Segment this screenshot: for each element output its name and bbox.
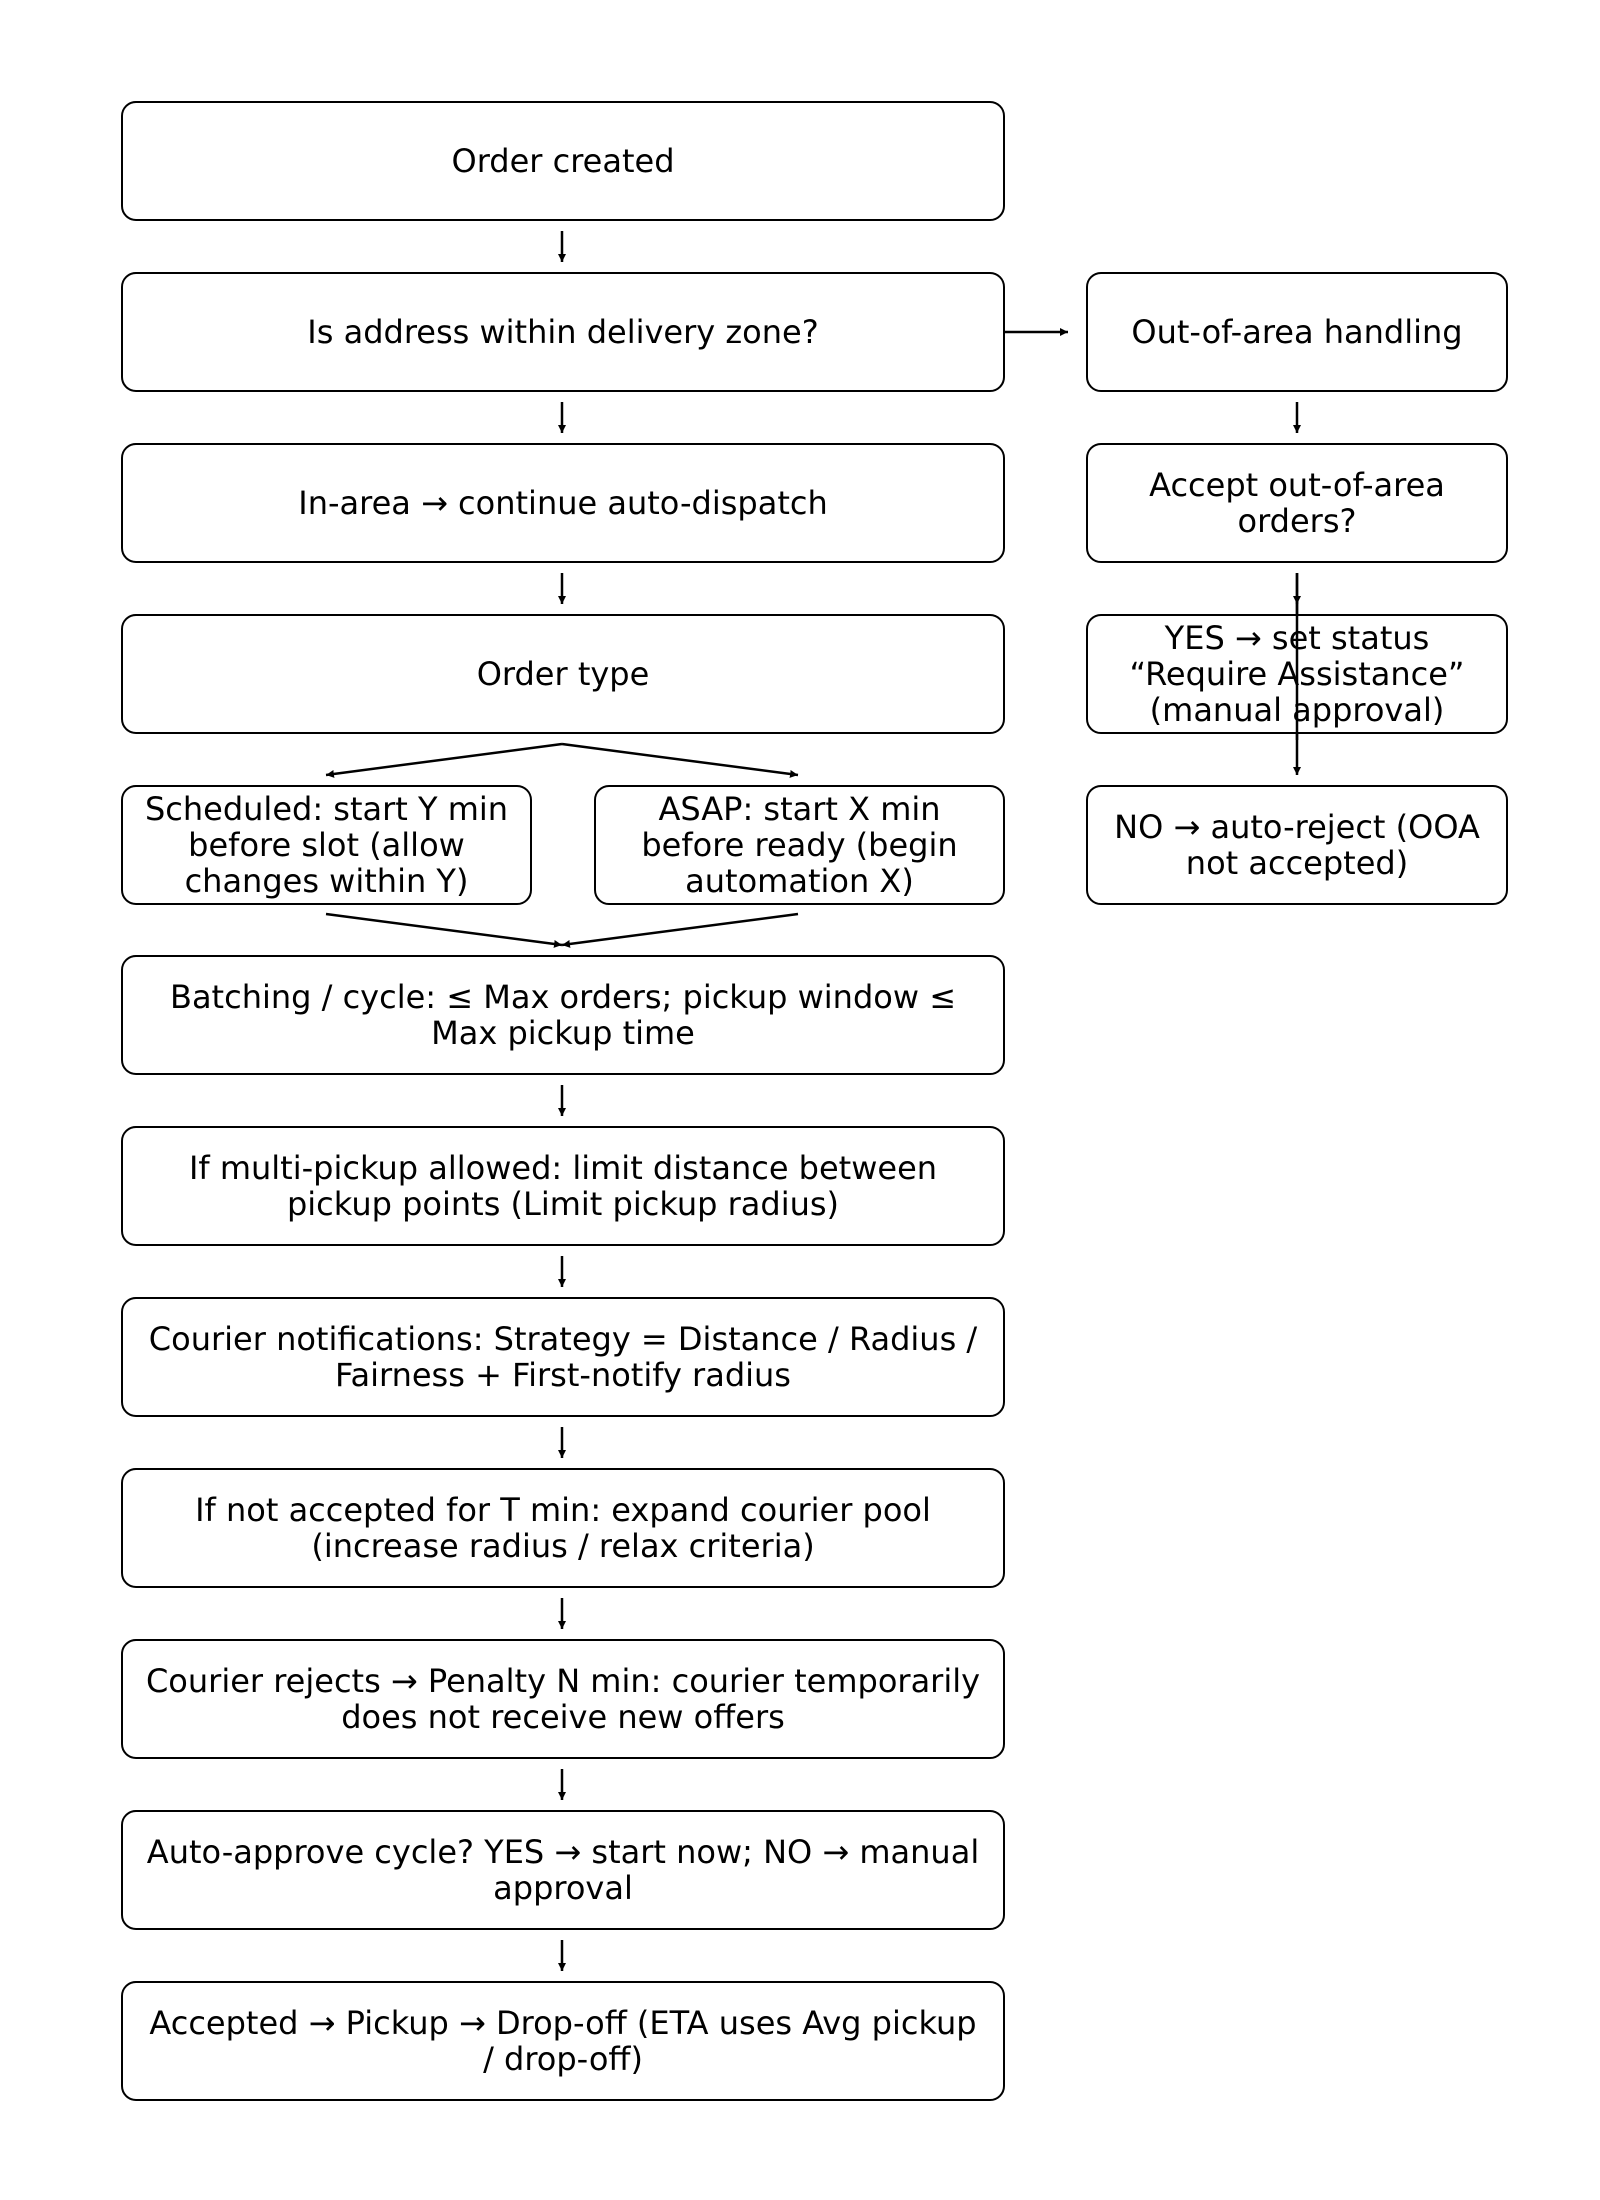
node-accept-ooa-label: Accept out-of-area orders? [1149,466,1445,540]
node-order-type-label: Order type [476,655,650,693]
node-scheduled-label: Scheduled: start Y min before slot (allo… [144,790,509,900]
node-notifications: Courier notifications: Strategy = Distan… [121,1297,1005,1417]
node-courier-rejects: Courier rejects → Penalty N min: courier… [121,1639,1005,1759]
node-accepted: Accepted → Pickup → Drop-off (ETA uses A… [121,1981,1005,2101]
node-zone-check: Is address within delivery zone? [121,272,1005,392]
node-no-reject-label: NO → auto-reject (OOA not accepted) [1114,808,1480,882]
arrow-ordertype-to-asap [561,742,799,778]
node-yes-status: YES → set status “Require Assistance” (m… [1086,614,1508,734]
node-no-reject: NO → auto-reject (OOA not accepted) [1086,785,1508,905]
node-order-created: Order created [121,101,1005,221]
node-order-created-label: Order created [451,142,675,180]
node-courier-rejects-label: Courier rejects → Penalty N min: courier… [145,1662,981,1736]
node-auto-approve: Auto-approve cycle? YES → start now; NO … [121,1810,1005,1930]
node-in-area: In-area → continue auto-dispatch [121,443,1005,563]
node-order-type: Order type [121,614,1005,734]
node-yes-status-label: YES → set status “Require Assistance” (m… [1129,619,1465,729]
arrow-asap-to-batching [561,912,799,948]
node-out-of-area: Out-of-area handling [1086,272,1508,392]
node-auto-approve-label: Auto-approve cycle? YES → start now; NO … [146,1833,980,1907]
node-asap-label: ASAP: start X min before ready (begin au… [641,790,958,900]
node-multi-pickup: If multi-pickup allowed: limit distance … [121,1126,1005,1246]
node-asap: ASAP: start X min before ready (begin au… [594,785,1005,905]
node-out-of-area-label: Out-of-area handling [1131,313,1463,351]
arrow-ordertype-to-scheduled [325,742,563,778]
node-multi-pickup-label: If multi-pickup allowed: limit distance … [188,1149,938,1223]
node-scheduled: Scheduled: start Y min before slot (allo… [121,785,532,905]
node-accepted-label: Accepted → Pickup → Drop-off (ETA uses A… [149,2004,977,2078]
node-notifications-label: Courier notifications: Strategy = Distan… [148,1320,978,1394]
arrow-scheduled-to-batching [325,912,563,948]
node-in-area-label: In-area → continue auto-dispatch [298,484,828,522]
node-batching-label: Batching / cycle: ≤ Max orders; pickup w… [169,978,956,1052]
node-zone-check-label: Is address within delivery zone? [307,313,819,351]
node-batching: Batching / cycle: ≤ Max orders; pickup w… [121,955,1005,1075]
node-not-accepted-label: If not accepted for T min: expand courie… [195,1491,931,1565]
node-accept-ooa: Accept out-of-area orders? [1086,443,1508,563]
node-not-accepted: If not accepted for T min: expand courie… [121,1468,1005,1588]
